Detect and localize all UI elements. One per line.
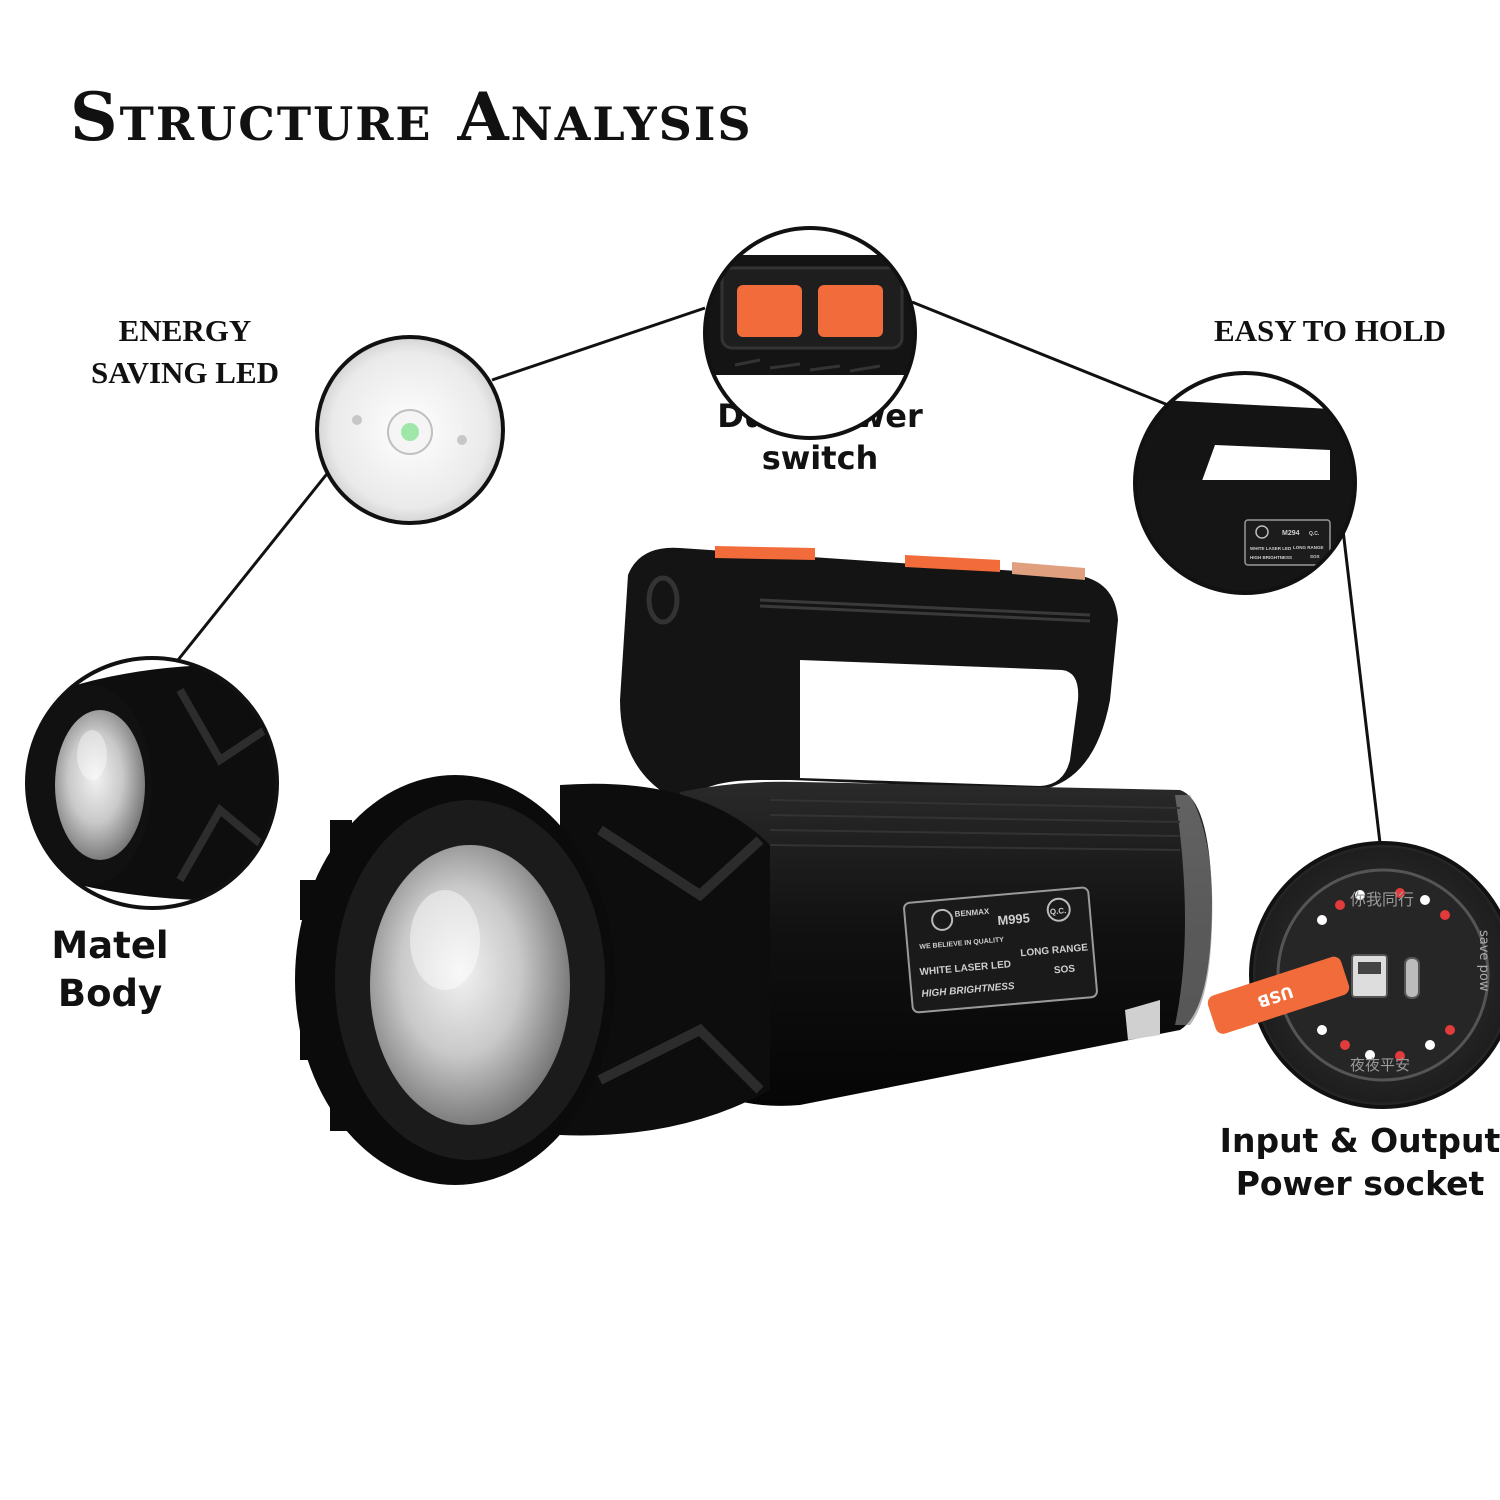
energy-led-label: ENERGY SAVING LED: [90, 313, 280, 390]
main-lens: [370, 845, 570, 1125]
led-chip: [401, 423, 419, 441]
kickstand: [1125, 1000, 1160, 1040]
power-switch-right: [818, 285, 883, 337]
socket-ring-bottom: 夜夜平安: [1350, 1056, 1410, 1074]
callout-metal-body: [25, 656, 279, 910]
handle-plate-line2-left: HIGH BRIGHTNESS: [1250, 555, 1292, 560]
handle-switch-strip: [715, 546, 815, 560]
socket-ring-top: 你我同行: [1350, 890, 1414, 909]
lanyard-loop: [646, 575, 680, 625]
product-plate: BENMAX M995 Q.C. WE BELIEVE IN QUALITY W…: [903, 886, 1098, 1014]
handle-plate-model: M294: [1282, 530, 1300, 537]
head-chevron: [597, 825, 764, 1094]
socket-ring-right: save pow: [1476, 930, 1491, 992]
callout-lines: [176, 300, 1382, 844]
callout-energy-led: [315, 335, 505, 525]
lens-reflection: [410, 890, 480, 990]
io-socket-label: Input & Output Power socket: [1219, 1121, 1500, 1203]
handle-plate-qc: Q.C.: [1309, 531, 1320, 537]
handle-plate-line1-left: WHITE LASER LED: [1250, 546, 1292, 551]
plate-model: M995: [997, 910, 1031, 928]
usb-rubber-cap: USB: [1207, 956, 1350, 1034]
callout-dual-switch: [703, 226, 917, 440]
callout-line-led-body: [176, 469, 332, 661]
flashlight-main: BENMAX M995 Q.C. WE BELIEVE IN QUALITY W…: [295, 546, 1213, 1185]
easy-hold-label: EASY TO HOLD: [1213, 313, 1446, 348]
handle-plate-line1-right: LONG RANGE: [1293, 545, 1324, 550]
callout-easy-hold: M294 Q.C. WHITE LASER LED LONG RANGE HIG…: [1133, 371, 1357, 595]
usb-c-port: [1404, 957, 1420, 999]
callout-line-switch-hold: [911, 300, 1174, 409]
callout-line-led-switch: [491, 306, 706, 382]
handle-opening: [800, 660, 1079, 786]
plate-brand: BENMAX: [954, 907, 990, 919]
plate-qc: Q.C.: [1049, 906, 1066, 916]
callout-line-hold-socket: [1341, 529, 1382, 844]
usb-a-port: [1351, 954, 1388, 998]
callout-io-socket: 你我同行 夜夜平安 save pow USB: [1207, 841, 1500, 1109]
page-title: Structure Analysis: [70, 78, 753, 156]
barrel-end-cap: [1175, 795, 1213, 1025]
socket-leds: [1317, 888, 1455, 1061]
handle-plate-line2-right: SOS: [1310, 554, 1320, 559]
plate-line2-right: SOS: [1054, 964, 1076, 977]
power-switch-left: [737, 285, 802, 337]
metal-body-label: Matel Body: [51, 924, 169, 1016]
